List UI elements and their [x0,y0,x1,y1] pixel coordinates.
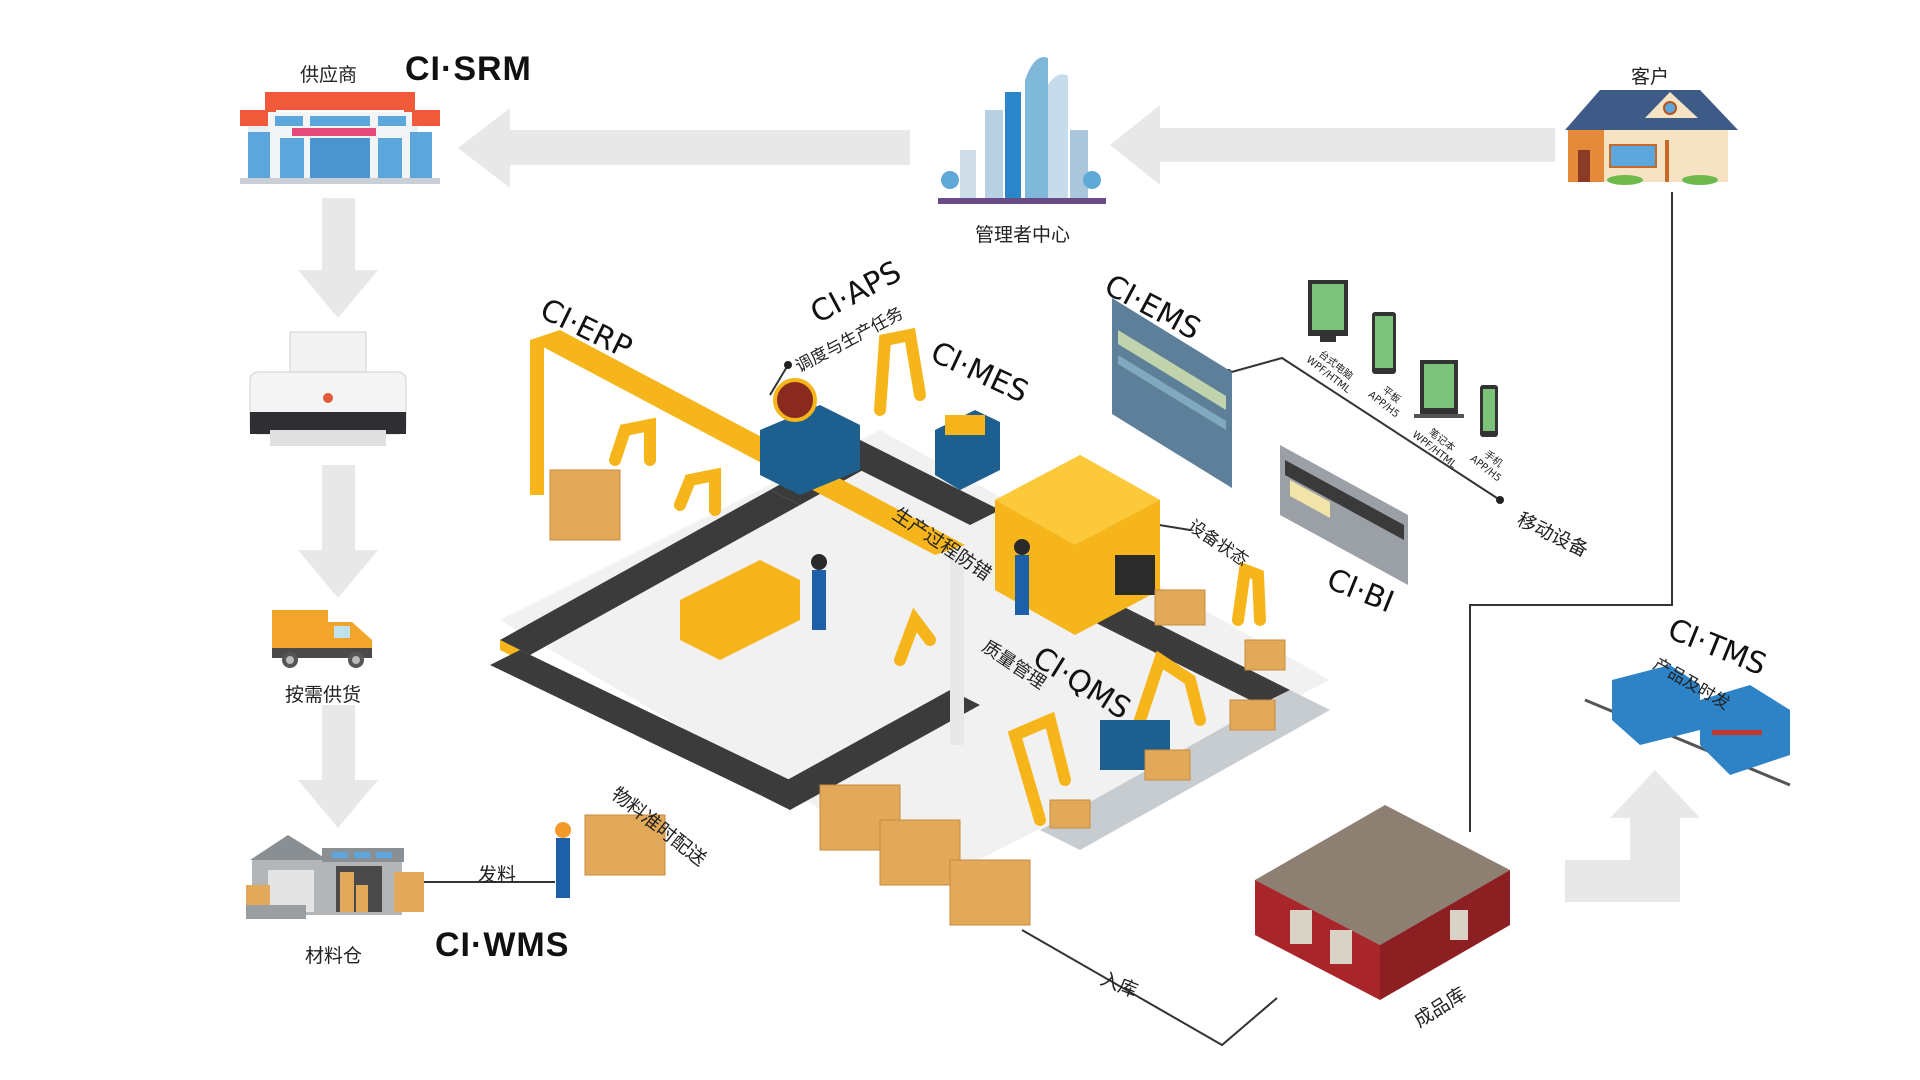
management-center-label: 管理者中心 [975,224,1071,246]
phone-device-icon [1480,385,1498,437]
line-customer-to-tms [1469,192,1673,832]
line-ems-to-devices [1227,356,1501,501]
material-warehouse-label: 材料仓 [305,945,363,967]
desktop-device-icon [1308,280,1348,342]
arrow-customer-to-management [1110,105,1555,185]
supplier-store-icon [240,92,440,184]
device-icons [1308,280,1498,437]
material-warehouse-icon [246,835,424,919]
delivery-truck-icon [272,610,372,668]
laptop-device-icon [1414,360,1464,418]
pallet-boxes [549,469,1286,926]
arrow-truck-to-warehouse [298,705,378,828]
customer-label: 客户 [1631,66,1670,88]
line-inbound [1021,929,1278,1047]
train-icon [1584,665,1791,787]
cnc-machine [680,560,800,660]
line-aps-callout [769,364,789,396]
management-center-icon [938,56,1106,204]
srm-system-label: CI·SRM [405,50,532,88]
arrow-printer-to-truck [298,465,378,598]
workers [555,539,1030,898]
robot-arms [609,327,1266,826]
issue-material-label: 发料 [478,864,517,886]
aps-machine [760,405,860,495]
arrow-supplier-to-printer [298,198,378,318]
on-demand-supply-label: 按需供货 [285,684,362,706]
arrow-finished-to-train [1565,770,1700,902]
printer-icon [249,331,407,446]
bi-dashboard-screen [1280,445,1408,585]
ems-dashboard-screen [1112,298,1232,488]
flow-arrows [298,105,1700,902]
supplier-label: 供应商 [300,64,358,86]
tablet-device-icon [1372,312,1396,374]
factory-floor [490,327,1330,926]
customer-house-icon [1565,90,1738,185]
finished-warehouse-icon [1255,805,1510,1000]
wms-system-label: CI·WMS [435,926,570,964]
arrow-management-to-supplier [458,108,910,188]
